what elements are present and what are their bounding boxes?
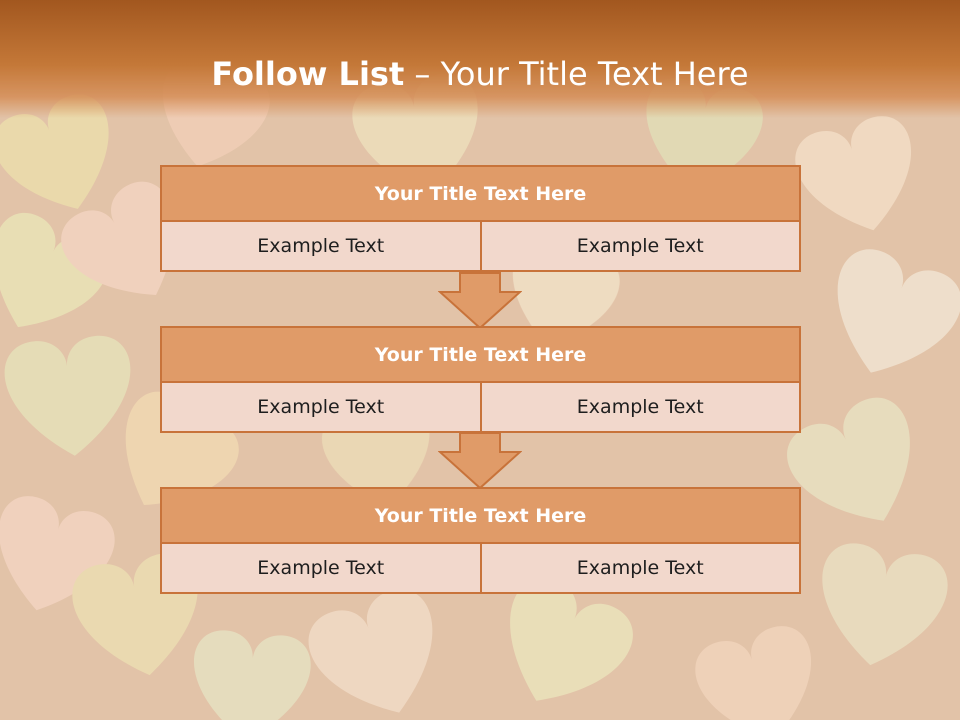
step-1-cell-left: Example Text (160, 222, 482, 272)
step-box-2: Your Title Text Here Example Text Exampl… (160, 326, 801, 433)
step-2-cell-left: Example Text (160, 383, 482, 433)
step-box-3: Your Title Text Here Example Text Exampl… (160, 487, 801, 594)
step-title-3: Your Title Text Here (160, 487, 801, 544)
step-box-1: Your Title Text Here Example Text Exampl… (160, 165, 801, 272)
step-row-2: Example Text Example Text (160, 383, 801, 433)
down-arrow-icon (438, 432, 522, 490)
step-row-1: Example Text Example Text (160, 222, 801, 272)
step-3-cell-left: Example Text (160, 544, 482, 594)
step-title-1: Your Title Text Here (160, 165, 801, 222)
slide-title-bold: Follow List (211, 55, 405, 93)
step-row-3: Example Text Example Text (160, 544, 801, 594)
step-title-2: Your Title Text Here (160, 326, 801, 383)
slide-title-rest: – Your Title Text Here (404, 55, 749, 93)
title-banner (0, 0, 960, 118)
step-3-cell-right: Example Text (481, 544, 801, 594)
step-1-cell-right: Example Text (481, 222, 801, 272)
step-2-cell-right: Example Text (481, 383, 801, 433)
slide-title: Follow List – Your Title Text Here (0, 55, 960, 93)
down-arrow-icon (438, 272, 522, 330)
